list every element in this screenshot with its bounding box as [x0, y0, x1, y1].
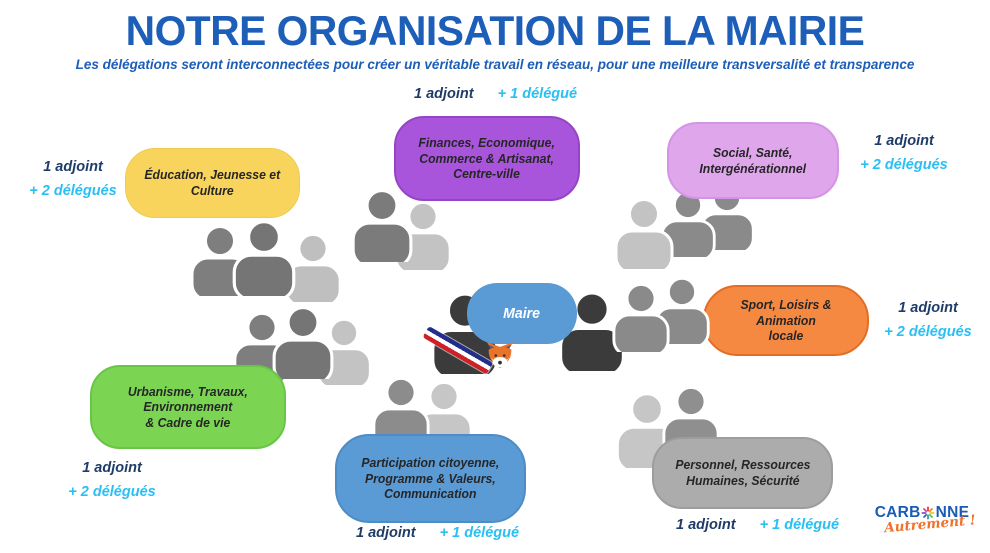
adjoint-count: 1 adjoint: [43, 159, 103, 175]
person-silhouette-icon: [349, 188, 415, 263]
adjoint-count: 1 adjoint: [356, 525, 416, 541]
bubble-label: Éducation, Jeunesse et Culture: [144, 167, 281, 198]
delegue-count: + 1 délégué: [439, 525, 520, 541]
carbonne-autrement-logo: CARB NNE Autrement !: [858, 504, 986, 536]
page-title: NOTRE ORGANISATION DE LA MAIRIE: [125, 7, 865, 54]
bubble-label: Personnel, Ressources Humaines, Sécurité: [674, 457, 811, 488]
logo-name: CARB NNE: [858, 504, 986, 522]
person-silhouette-icon: [230, 219, 298, 296]
delegue-count: + 2 délégués: [68, 484, 156, 500]
bubble-participation: Participation citoyenne, Programme & Val…: [335, 434, 526, 523]
staff-annotation-education: 1 adjoint + 2 délégués: [14, 155, 132, 203]
logo-text-suffix: NNE: [935, 504, 970, 521]
person-silhouette-icon: [610, 282, 672, 352]
bubble-label: Maire: [503, 304, 541, 322]
bubble-urbanisme: Urbanisme, Travaux, Environnement & Cadr…: [90, 365, 286, 449]
staff-annotation-finances: 1 adjoint + 1 délégué: [414, 86, 577, 102]
bubble-maire: Maire: [467, 283, 577, 344]
delegue-count: + 2 délégués: [860, 157, 948, 173]
delegue-count: + 1 délégué: [759, 517, 840, 533]
adjoint-count: 1 adjoint: [414, 86, 474, 102]
adjoint-count: 1 adjoint: [82, 460, 142, 476]
person-silhouette-icon: [612, 197, 676, 269]
bubble-label: Participation citoyenne, Programme & Val…: [361, 455, 500, 502]
bubble-personnel: Personnel, Ressources Humaines, Sécurité: [652, 437, 833, 509]
fox-mascot-icon: [485, 341, 515, 369]
adjoint-count: 1 adjoint: [898, 300, 958, 316]
staff-annotation-participation: 1 adjoint + 1 délégué: [356, 525, 519, 541]
delegue-count: + 1 délégué: [497, 86, 578, 102]
bubble-education: Éducation, Jeunesse et Culture: [125, 148, 300, 218]
bubble-label: Social, Santé, Intergénérationnel: [699, 144, 807, 176]
logo-text-prefix: CARB: [874, 504, 921, 521]
adjoint-count: 1 adjoint: [676, 517, 736, 533]
bubble-sport: Sport, Loisirs & Animation locale: [703, 285, 869, 356]
staff-annotation-urbanisme: 1 adjoint + 2 délégués: [46, 456, 178, 504]
delegue-count: + 2 délégués: [884, 324, 972, 340]
staff-annotation-sport: 1 adjoint + 2 délégués: [872, 296, 984, 344]
multicolor-starburst-icon: [921, 506, 935, 520]
adjoint-count: 1 adjoint: [874, 133, 934, 149]
bubble-label: Sport, Loisirs & Animation locale: [740, 297, 832, 344]
page-subtitle: Les délégations seront interconnectées p…: [75, 57, 915, 72]
staff-annotation-personnel: 1 adjoint + 1 délégué: [676, 517, 839, 533]
delegue-count: + 2 délégués: [29, 183, 117, 199]
bubble-social: Social, Santé, Intergénérationnel: [667, 122, 839, 199]
person-silhouette-icon: [270, 305, 336, 380]
person-silhouette-icon: [556, 290, 628, 371]
bubble-label: Urbanisme, Travaux, Environnement & Cadr…: [128, 383, 248, 430]
staff-annotation-social: 1 adjoint + 2 délégués: [845, 129, 963, 177]
bubble-label: Finances, Economique, Commerce & Artisan…: [418, 135, 556, 182]
bubble-finances: Finances, Economique, Commerce & Artisan…: [394, 116, 580, 201]
person-silhouette-icon: [282, 232, 344, 302]
